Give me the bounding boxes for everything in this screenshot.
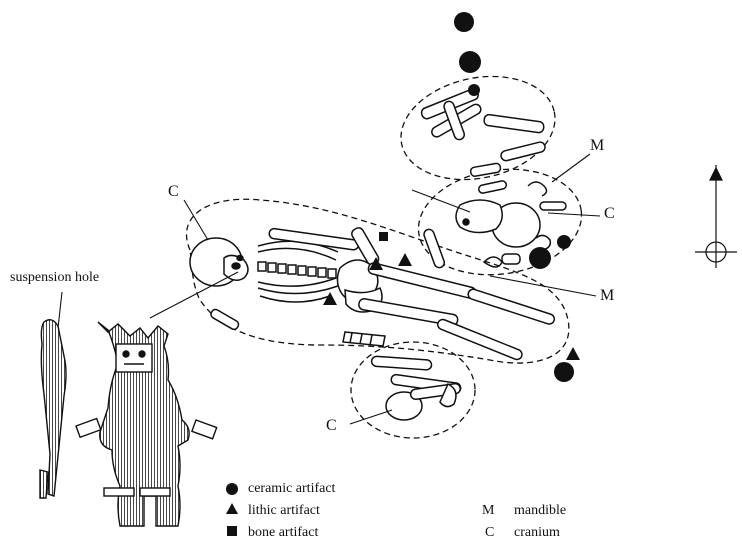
burial-outlines — [186, 63, 588, 438]
legend-mandible-key: M — [482, 503, 494, 519]
legend-cranium-key: C — [485, 525, 494, 541]
ceramic-artifact-marker — [529, 247, 551, 269]
north-arrow-icon — [695, 165, 737, 268]
ceramic-artifacts — [454, 12, 574, 382]
lithic-artifact-marker — [398, 253, 412, 266]
lithic-artifact-marker — [323, 292, 337, 305]
suspension-hole-label: suspension hole — [10, 270, 99, 286]
legend-ceramic-icon — [226, 483, 238, 495]
figurine-front-view — [76, 322, 217, 526]
legend-mandible-text: mandible — [514, 503, 566, 519]
mandible-label-right: M — [600, 288, 614, 304]
legend-lithic-label: lithic artifact — [248, 503, 320, 519]
legend-cranium-text: cranium — [514, 525, 560, 541]
ceramic-artifact-marker — [557, 235, 571, 249]
ceramic-artifact-marker — [468, 84, 480, 96]
ceramic-artifact-marker — [459, 51, 481, 73]
cranium-label-lower: C — [326, 418, 337, 434]
skeleton-lower — [371, 356, 461, 420]
cranium-label-right: C — [604, 206, 615, 222]
spine — [258, 262, 336, 278]
figurine-side-view — [40, 320, 66, 498]
mandible-label-top: M — [590, 138, 604, 154]
cranium-label-main: C — [168, 184, 179, 200]
lithic-artifact-marker — [566, 347, 580, 360]
skeleton-main — [190, 226, 556, 361]
skeleton-top — [420, 88, 546, 194]
ceramic-artifact-marker — [454, 12, 474, 32]
legend-bone-icon — [227, 526, 237, 536]
bone-artifact-marker — [379, 232, 388, 241]
legend-bone-label: bone artifact — [248, 525, 318, 541]
legend-ceramic-label: ceramic artifact — [248, 481, 335, 497]
ceramic-artifact-marker — [554, 362, 574, 382]
legend-lithic-icon — [226, 503, 238, 514]
